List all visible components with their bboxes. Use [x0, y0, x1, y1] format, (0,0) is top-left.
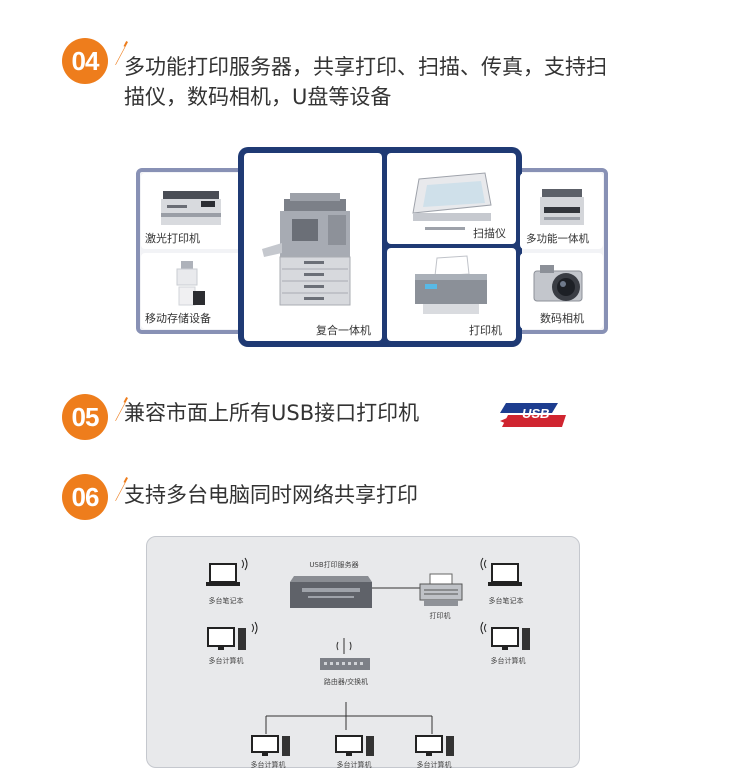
pc-right-icon — [480, 621, 530, 650]
device-label-camera: 数码相机 — [540, 312, 584, 325]
network-label-server: USB打印服务器 — [309, 561, 359, 569]
section-05-number-badge: 05 — [62, 394, 108, 440]
device-tile-printer: 打印机 — [387, 248, 516, 341]
network-label-printer: 打印机 — [429, 612, 451, 620]
section-06-heading: 支持多台电脑同时网络共享打印 — [124, 483, 418, 507]
device-tile-laser-printer: 激光打印机 — [141, 173, 243, 249]
network-label-pc-right: 多台计算机 — [490, 657, 526, 665]
usb-drive-icon — [176, 261, 205, 306]
network-label-pc-bottom-3: 多台计算机 — [416, 761, 452, 769]
device-label-printer: 打印机 — [469, 324, 502, 337]
device-tile-scanner: 扫描仪 — [387, 153, 516, 244]
network-label-pc-left: 多台计算机 — [208, 657, 244, 665]
scanner-icon — [412, 172, 492, 230]
network-label-pc-bottom-1: 多台计算机 — [250, 761, 286, 769]
section-05-heading: 兼容市面上所有USB接口打印机 — [124, 401, 420, 425]
device-label-mfp-copier: 复合一体机 — [316, 324, 371, 337]
section-04-heading-line2: 描仪，数码相机，U盘等设备 — [124, 85, 392, 109]
network-label-laptop-left: 多台笔记本 — [208, 597, 244, 605]
section-06-number: 06 — [71, 481, 100, 512]
device-tile-camera: 数码相机 — [520, 253, 603, 329]
router-icon — [320, 638, 370, 670]
print-server-icon — [290, 576, 372, 608]
pc-left-icon — [207, 621, 258, 650]
device-tile-multifunction: 多功能一体机 — [520, 173, 603, 249]
device-label-scanner: 扫描仪 — [473, 227, 506, 240]
section-06-number-badge: 06 — [62, 474, 108, 520]
camera-icon — [533, 265, 583, 302]
copier-icon — [262, 193, 351, 306]
section-05-number: 05 — [71, 401, 100, 432]
network-printer-icon — [419, 573, 463, 606]
network-label-router: 路由器/交换机 — [323, 678, 369, 686]
network-label-laptop-right: 多台笔记本 — [488, 597, 524, 605]
laptop-right-icon — [480, 557, 522, 586]
device-label-multifunction: 多功能一体机 — [526, 233, 589, 245]
usb-logo: USB — [500, 401, 566, 429]
pc-bottom-1-icon — [251, 735, 290, 756]
laser-printer-icon — [161, 191, 221, 225]
device-tile-mobile-storage: 移动存储设备 — [141, 253, 243, 329]
multifunction-printer-icon — [540, 189, 584, 225]
pc-bottom-3-icon — [415, 735, 454, 756]
device-tile-mfp-copier: 复合一体机 — [244, 153, 382, 341]
network-label-pc-bottom-2: 多台计算机 — [336, 761, 372, 769]
section-04-number: 04 — [71, 45, 100, 76]
device-label-laser-printer: 激光打印机 — [145, 232, 200, 245]
device-label-mobile-storage: 移动存储设备 — [145, 312, 211, 325]
pc-bottom-2-icon — [335, 735, 374, 756]
usb-logo-text: USB — [522, 406, 550, 421]
section-04-number-badge: 04 — [62, 38, 108, 84]
usb-logo-icon — [500, 403, 566, 427]
section-04-heading-line1: 多功能打印服务器，共享打印、扫描、传真，支持扫 — [124, 55, 607, 79]
inkjet-printer-icon — [415, 255, 487, 314]
laptop-left-icon — [206, 557, 248, 586]
